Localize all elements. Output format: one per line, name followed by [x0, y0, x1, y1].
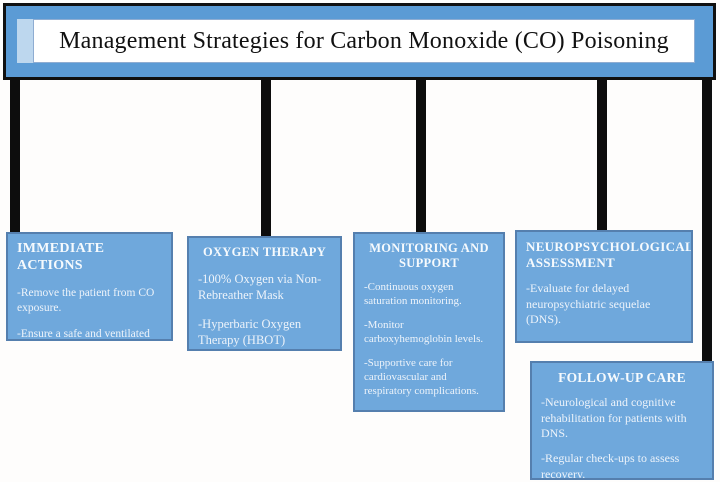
- title-box: Management Strategies for Carbon Monoxid…: [33, 19, 695, 63]
- connector-line-3: [416, 80, 426, 233]
- box-heading: FOLLOW-UP CARE: [558, 370, 686, 385]
- page-title: Management Strategies for Carbon Monoxid…: [59, 27, 669, 54]
- connector-line-5: [702, 80, 712, 362]
- box-heading: NEUROPSYCHOLOGICAL ASSESSMENT: [526, 239, 693, 270]
- box-paragraph: -Regular check-ups to assess recovery.: [541, 451, 680, 480]
- box-immediate-actions: IMMEDIATE ACTIONS -Remove the patient fr…: [6, 232, 173, 341]
- box-paragraph: -Supportive care for cardiovascular and …: [364, 357, 479, 398]
- box-paragraph: -Hyperbaric Oxygen Therapy (HBOT): [198, 316, 302, 347]
- connector-line-2: [261, 80, 271, 237]
- box-paragraph: -Evaluate for delayed neuropsychiatric s…: [526, 281, 651, 327]
- box-paragraph: -100% Oxygen via Non-Rebreather Mask: [198, 272, 322, 303]
- box-neuropsychological-assessment: NEUROPSYCHOLOGICAL ASSESSMENT -Evaluate …: [515, 230, 693, 343]
- box-paragraph: -Continuous oxygen saturation monitoring…: [364, 281, 462, 308]
- box-follow-up-care: FOLLOW-UP CARE -Neurological and cogniti…: [530, 361, 714, 480]
- box-paragraph: -Ensure a safe and ventilated environmen…: [17, 328, 150, 341]
- box-paragraph: -Remove the patient from CO exposure.: [17, 286, 155, 314]
- title-banner: Management Strategies for Carbon Monoxid…: [3, 3, 716, 80]
- box-paragraph: -Neurological and cognitive rehabilitati…: [541, 395, 687, 440]
- title-accent-bar: [17, 19, 33, 63]
- box-heading: MONITORING AND SUPPORT: [369, 241, 489, 270]
- box-heading: OXYGEN THERAPY: [202, 245, 327, 259]
- box-oxygen-therapy: OXYGEN THERAPY -100% Oxygen via Non-Rebr…: [187, 236, 342, 351]
- box-monitoring-support: MONITORING AND SUPPORT -Continuous oxyge…: [353, 232, 505, 412]
- box-heading: IMMEDIATE ACTIONS: [17, 241, 105, 273]
- connector-line-4: [597, 80, 607, 231]
- box-paragraph: -Monitor carboxyhemoglobin levels.: [364, 319, 484, 346]
- connector-line-1: [10, 80, 20, 233]
